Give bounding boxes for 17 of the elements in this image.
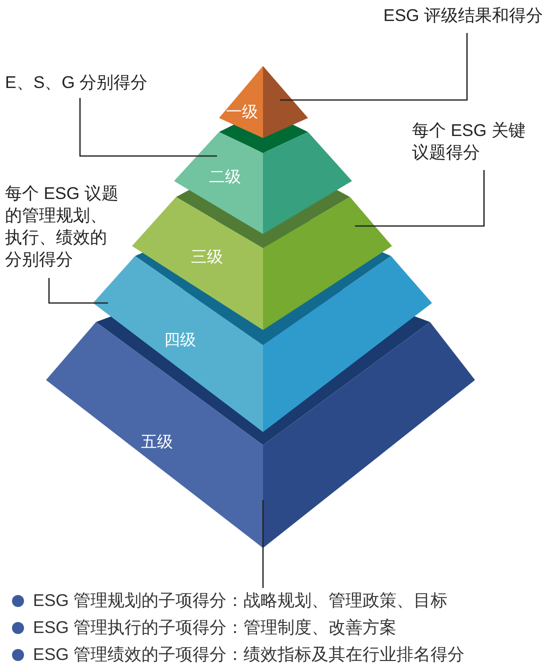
- tier-label: 五级: [141, 435, 173, 451]
- leader-line: [48, 278, 108, 304]
- callout-text: E、S、G 分别得分: [5, 72, 175, 94]
- tier-label: 三级: [191, 250, 223, 266]
- tier-label: 一级: [226, 105, 258, 121]
- leader-line: [355, 170, 485, 227]
- callout-text: 每个 ESG 关键议题得分: [412, 120, 537, 164]
- callout-text: ESG 评级结果和得分: [350, 5, 543, 27]
- list-item: ESG 管理规划的子项得分：战略规划、管理政策、目标: [33, 590, 448, 612]
- list-item: ESG 管理执行的子项得分：管理制度、改善方案: [33, 617, 397, 639]
- tier-label: 二级: [209, 170, 241, 186]
- list-item: ESG 管理绩效的子项得分：绩效指标及其在行业排名得分: [33, 644, 465, 666]
- leader-line: [262, 500, 264, 588]
- callout-text: 每个 ESG 议题的管理规划、执行、绩效的分别得分: [5, 183, 123, 271]
- leader-line: [79, 98, 217, 157]
- tier-label: 四级: [164, 333, 196, 349]
- leader-line: [280, 33, 468, 101]
